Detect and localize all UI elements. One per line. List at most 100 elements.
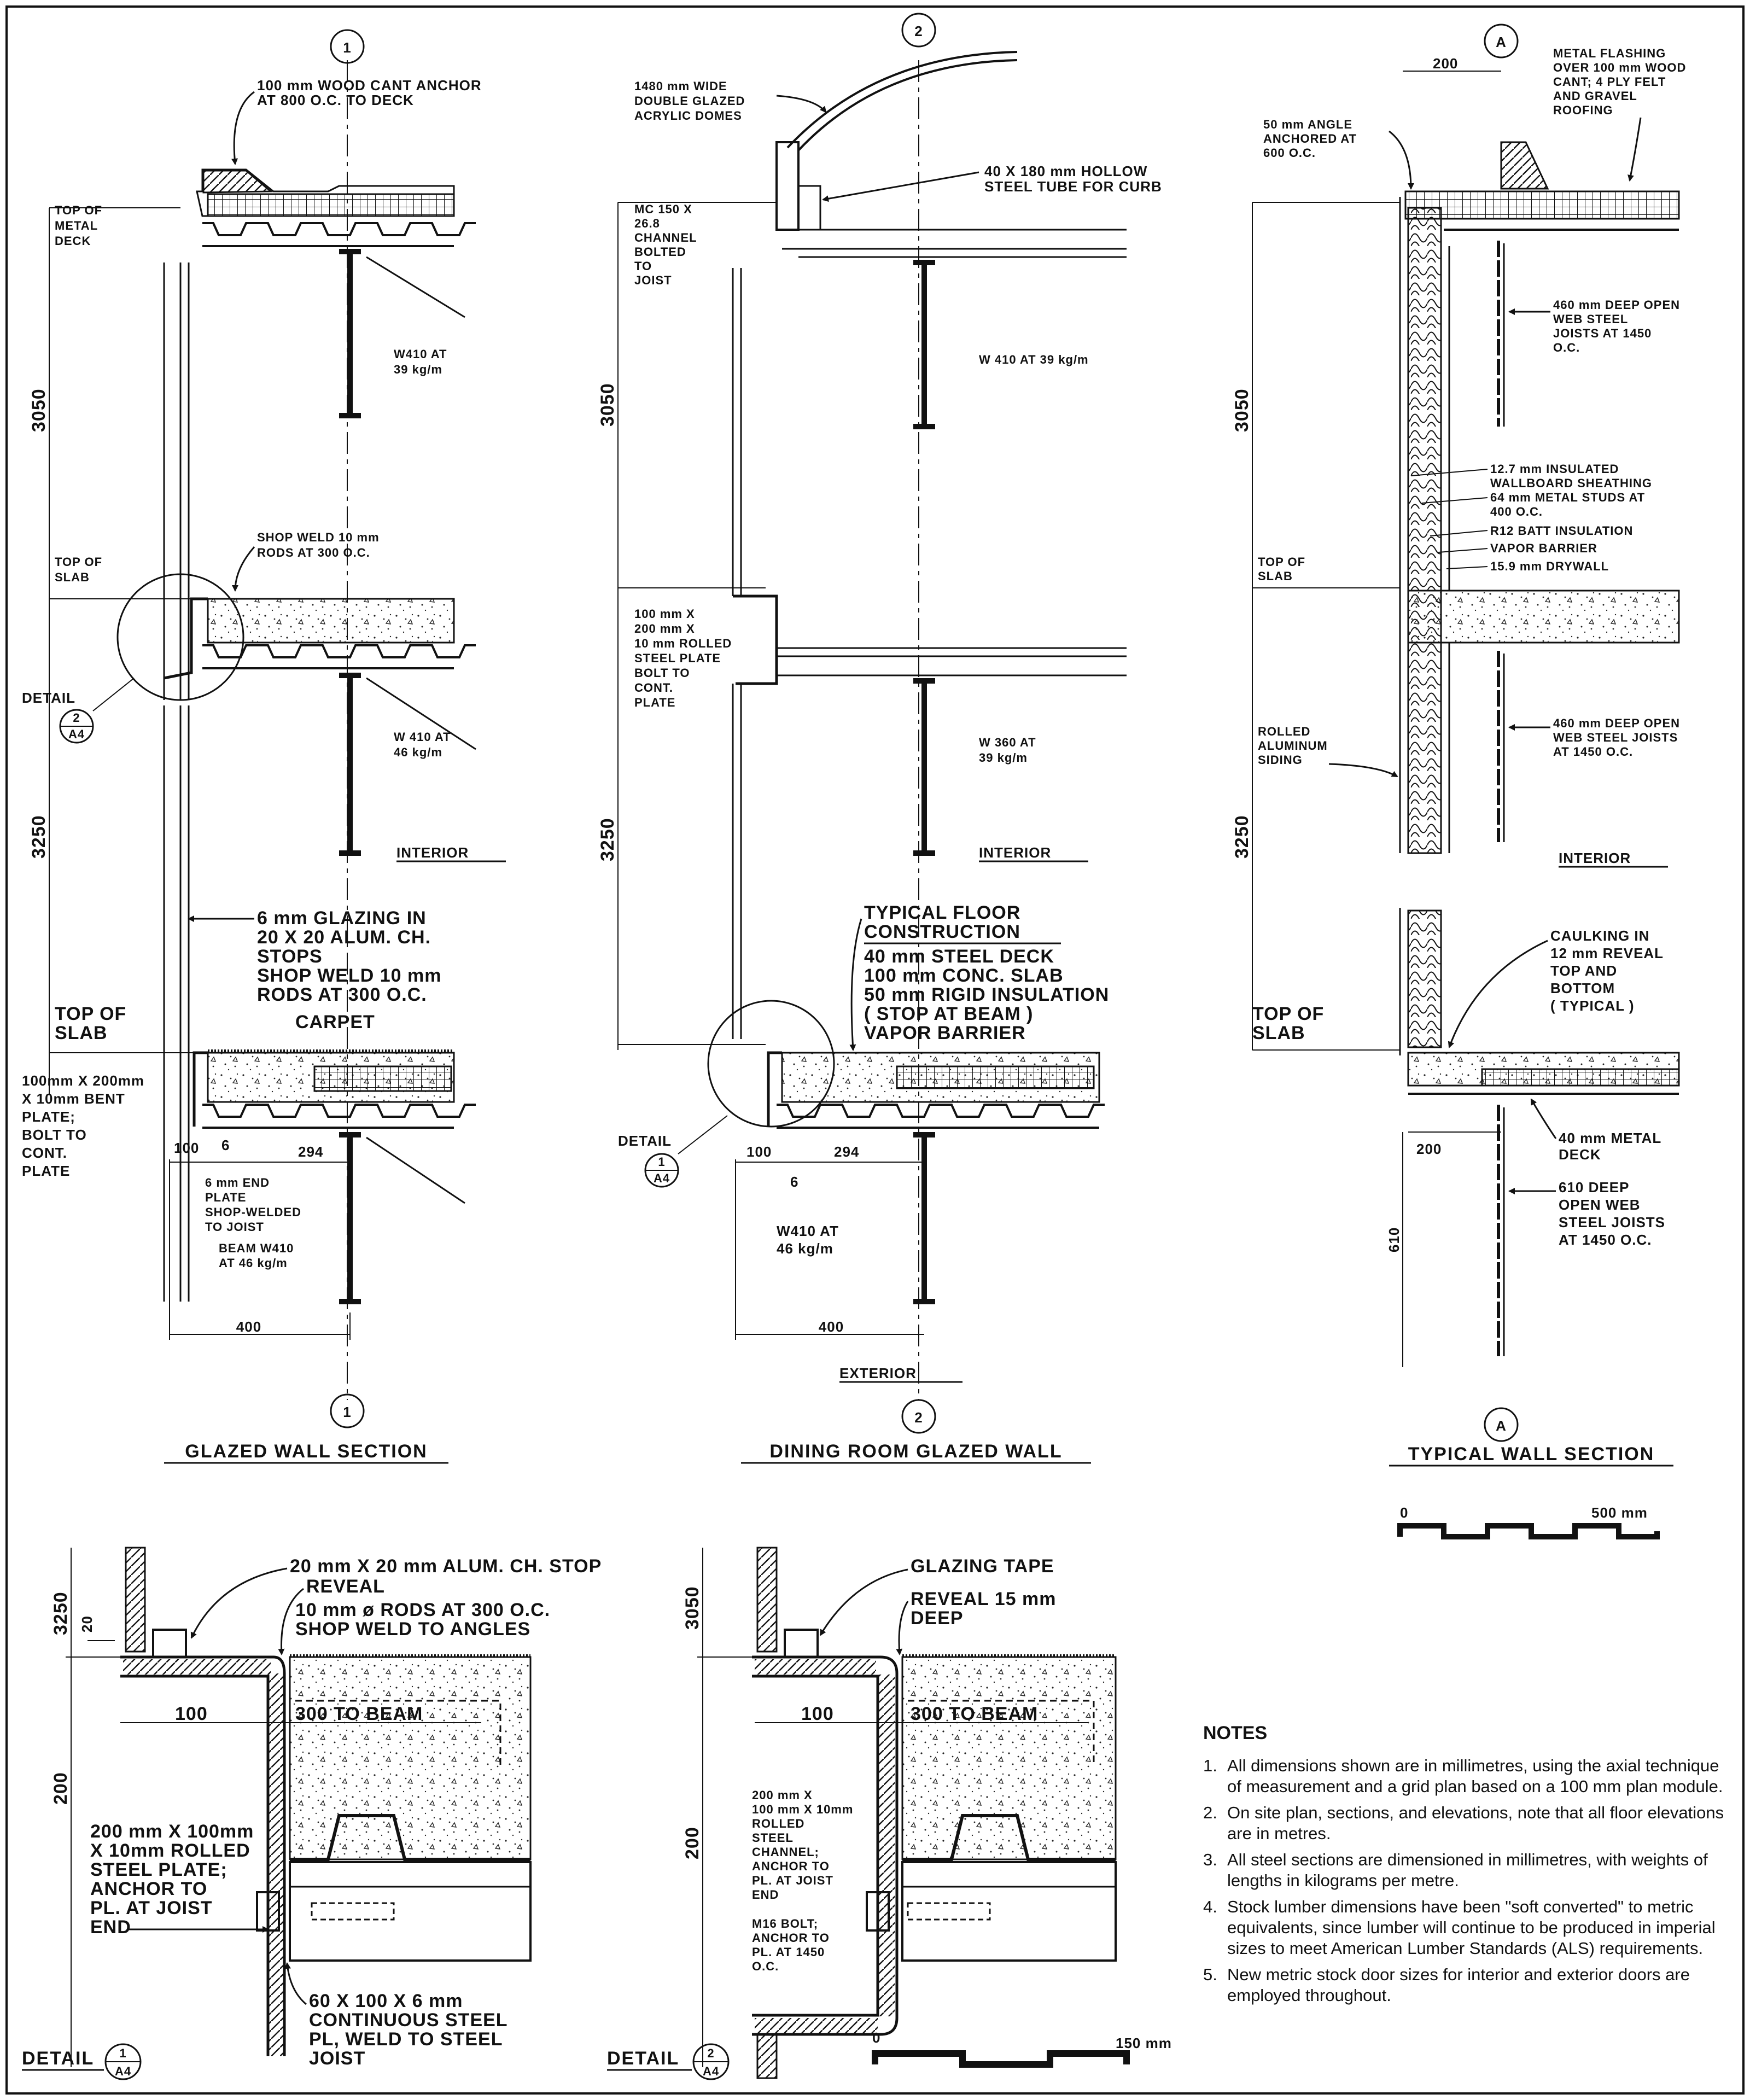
detail-num: 2 [73, 711, 80, 725]
dim-100: 100 [746, 1144, 772, 1160]
dim-400: 400 [236, 1319, 261, 1335]
grid-bubble-1-top [330, 29, 365, 64]
dim-6: 6 [790, 1174, 798, 1190]
grid-bubble-1-label-bottom: 1 [343, 1404, 351, 1420]
grid-bubble-2-top [901, 13, 936, 48]
grid-bubble-2-label: 2 [914, 23, 923, 39]
detail-2-callout-circle [116, 573, 244, 701]
note-item: 5.New metric stock door sizes for interi… [1203, 1965, 1690, 2005]
grid-bubble-2-label-bottom: 2 [914, 1409, 923, 1426]
dim-3250: 3250 [1232, 815, 1252, 859]
section-title: TYPICAL WALL SECTION [1408, 1444, 1655, 1465]
carpet-label: CARPET [295, 1012, 375, 1032]
dim-100: 100 [174, 1140, 199, 1156]
dim-20: 20 [79, 1615, 95, 1632]
notes-heading: NOTES [1203, 1723, 1268, 1743]
dim-3050: 3050 [1232, 388, 1252, 432]
dim-100: 100 [801, 1704, 834, 1724]
glazing-tape-label: GLAZING TAPE [911, 1556, 1054, 1577]
beam-upper-label: W 410 AT 39 kg/m [979, 353, 1089, 366]
interior-label: INTERIOR [396, 844, 469, 861]
dim-294: 294 [834, 1144, 859, 1160]
note-item: 1.All dimensions shown are in millimetre… [1203, 1756, 1723, 1796]
detail-num: 1 [119, 2046, 126, 2060]
interior-label: INTERIOR [1559, 850, 1631, 866]
dim-3250: 3250 [28, 815, 49, 859]
dim-3050: 3050 [682, 1586, 703, 1630]
grid-bubble-1-label: 1 [343, 39, 351, 56]
detail-sheet: A4 [703, 2064, 719, 2078]
dim-3250: 3250 [50, 1591, 71, 1635]
reveal-label: REVEAL [306, 1576, 385, 1597]
grid-bubble-a-bottom [1484, 1407, 1519, 1442]
dim-6: 6 [221, 1137, 230, 1153]
dim-100: 100 [175, 1704, 208, 1724]
detail-1-callout-circle [707, 1000, 835, 1128]
interior-label: INTERIOR [979, 844, 1051, 861]
detail-title: DETAIL [22, 2048, 94, 2069]
detail-num: 2 [707, 2046, 714, 2060]
rods-label: 10 mm ø RODS AT 300 O.C.SHOP WELD TO ANG… [295, 1600, 550, 1640]
section-title: DINING ROOM GLAZED WALL [769, 1441, 1062, 1462]
to-beam-label: 300 TO BEAM [295, 1704, 423, 1724]
grid-bubble-2-bottom [901, 1399, 936, 1434]
dim-610: 610 [1386, 1227, 1402, 1252]
notes-list: 1.All dimensions shown are in millimetre… [1203, 1755, 1728, 2006]
exterior-label: EXTERIOR [839, 1365, 917, 1381]
grid-bubble-a-label-bottom: A [1496, 1418, 1507, 1434]
dim-3250: 3250 [597, 818, 618, 861]
detail-title: DETAIL [607, 2048, 679, 2069]
stop-label: 20 mm X 20 mm ALUM. CH. STOP [290, 1556, 602, 1577]
detail-num: 1 [658, 1155, 665, 1169]
dim-200: 200 [50, 1772, 71, 1805]
note-item: 4.Stock lumber dimensions have been "sof… [1203, 1897, 1716, 1958]
dim-200: 200 [682, 1827, 703, 1859]
dim-294: 294 [298, 1144, 323, 1160]
dim-200-low: 200 [1416, 1141, 1442, 1157]
detail-sheet: A4 [68, 727, 85, 741]
to-beam-label: 300 TO BEAM [911, 1704, 1038, 1724]
detail-sheet: A4 [654, 1171, 670, 1185]
glazed-wall-section: 1 1 [22, 29, 506, 1464]
dim-3050: 3050 [597, 383, 618, 427]
dim-3050: 3050 [28, 388, 49, 432]
scale-bar-150: 0 150 mm [872, 2029, 1171, 2068]
grid-bubble-a-top [1484, 24, 1519, 59]
scale-end: 500 mm [1591, 1504, 1648, 1521]
scale-bar-500: 0 500 mm [1397, 1504, 1660, 1539]
scale-start: 0 [872, 2029, 880, 2046]
sheet-border [5, 5, 1745, 2095]
dim-400: 400 [819, 1319, 844, 1335]
